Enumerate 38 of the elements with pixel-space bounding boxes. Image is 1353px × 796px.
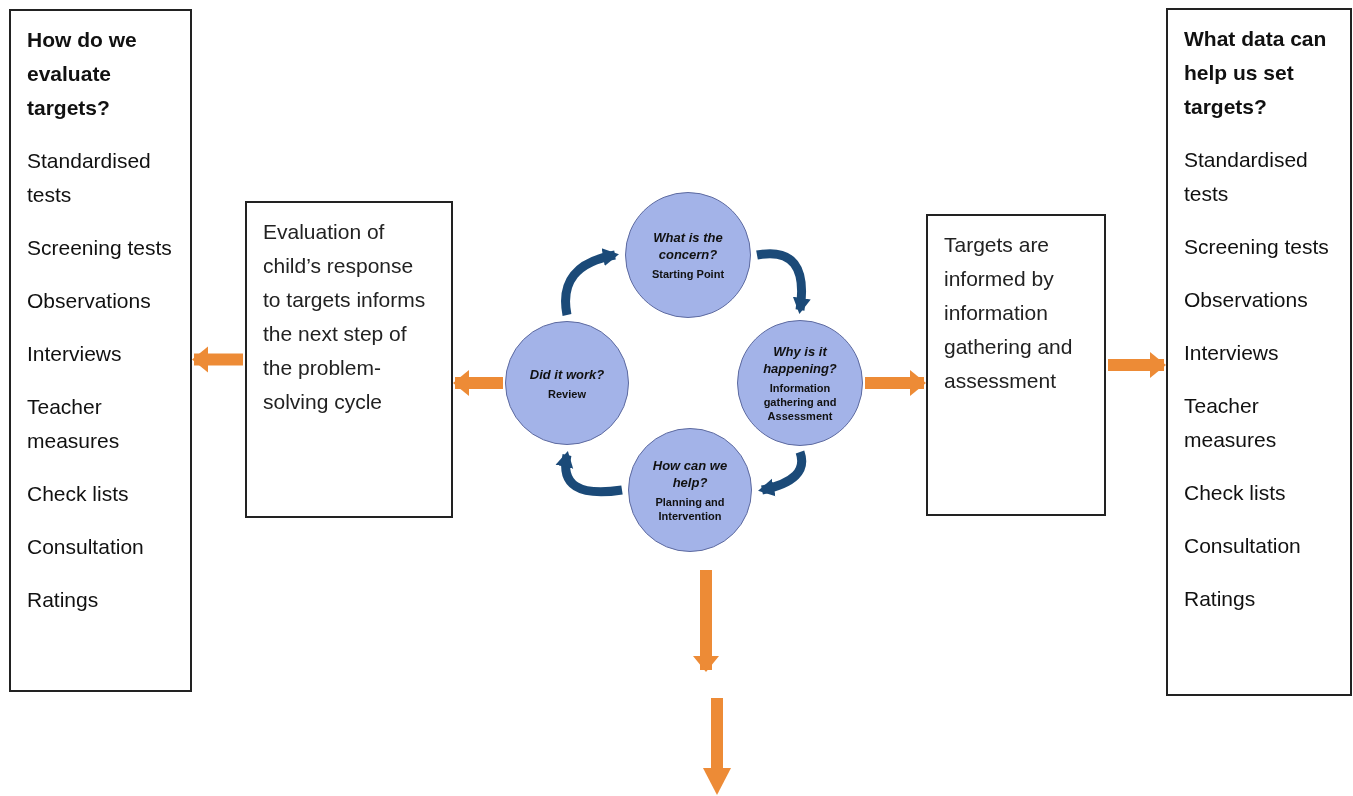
list-item: Standardised tests <box>1184 147 1309 207</box>
list-item: Observations <box>1184 287 1309 313</box>
panel-heading: What data can help us set targets? <box>1184 26 1328 120</box>
curved-arrow <box>556 451 623 497</box>
list-item: Standardised tests <box>27 148 152 208</box>
stage-question: How can we help? <box>651 457 729 491</box>
list-panel <box>9 9 192 692</box>
list-item: Teacher measures <box>27 394 121 454</box>
panel-heading: How do we evaluate targets? <box>27 27 138 121</box>
stage-name: Starting Point <box>651 267 725 281</box>
list-item: Screening tests <box>1184 234 1330 260</box>
list-item: Check lists <box>1184 480 1287 506</box>
stage-question: What is the concern? <box>652 229 724 263</box>
list-item: Consultation <box>27 534 145 560</box>
text-box <box>926 214 1106 516</box>
stage-name: Review <box>548 386 586 401</box>
block-arrow <box>693 570 719 672</box>
stage-question: Why is it happening? <box>762 343 838 377</box>
box-text: Evaluation of child’s response to targets informs the next step of the problem-solving cycle <box>263 219 427 415</box>
text-box <box>245 201 453 518</box>
stage-question: Did it work? <box>529 365 605 383</box>
list-item: Interviews <box>27 341 123 367</box>
list-item: Ratings <box>1184 586 1257 612</box>
list-item: Interviews <box>1184 340 1280 366</box>
block-arrow <box>453 370 503 396</box>
block-arrow <box>192 346 243 373</box>
block-arrow <box>1108 352 1166 378</box>
list-item: Ratings <box>27 587 100 613</box>
list-panel <box>1166 8 1352 696</box>
stage-name: Information gathering and Assessment <box>762 381 838 423</box>
stage-name: Planning and Intervention <box>654 495 726 523</box>
block-arrow <box>865 370 926 396</box>
list-item: Teacher measures <box>1184 393 1278 453</box>
list-item: Observations <box>27 288 152 314</box>
list-item: Check lists <box>27 481 130 507</box>
list-item: Consultation <box>1184 533 1302 559</box>
list-item: Screening tests <box>27 235 173 261</box>
box-text: Targets are informed by information gathering and assessment <box>944 232 1074 394</box>
